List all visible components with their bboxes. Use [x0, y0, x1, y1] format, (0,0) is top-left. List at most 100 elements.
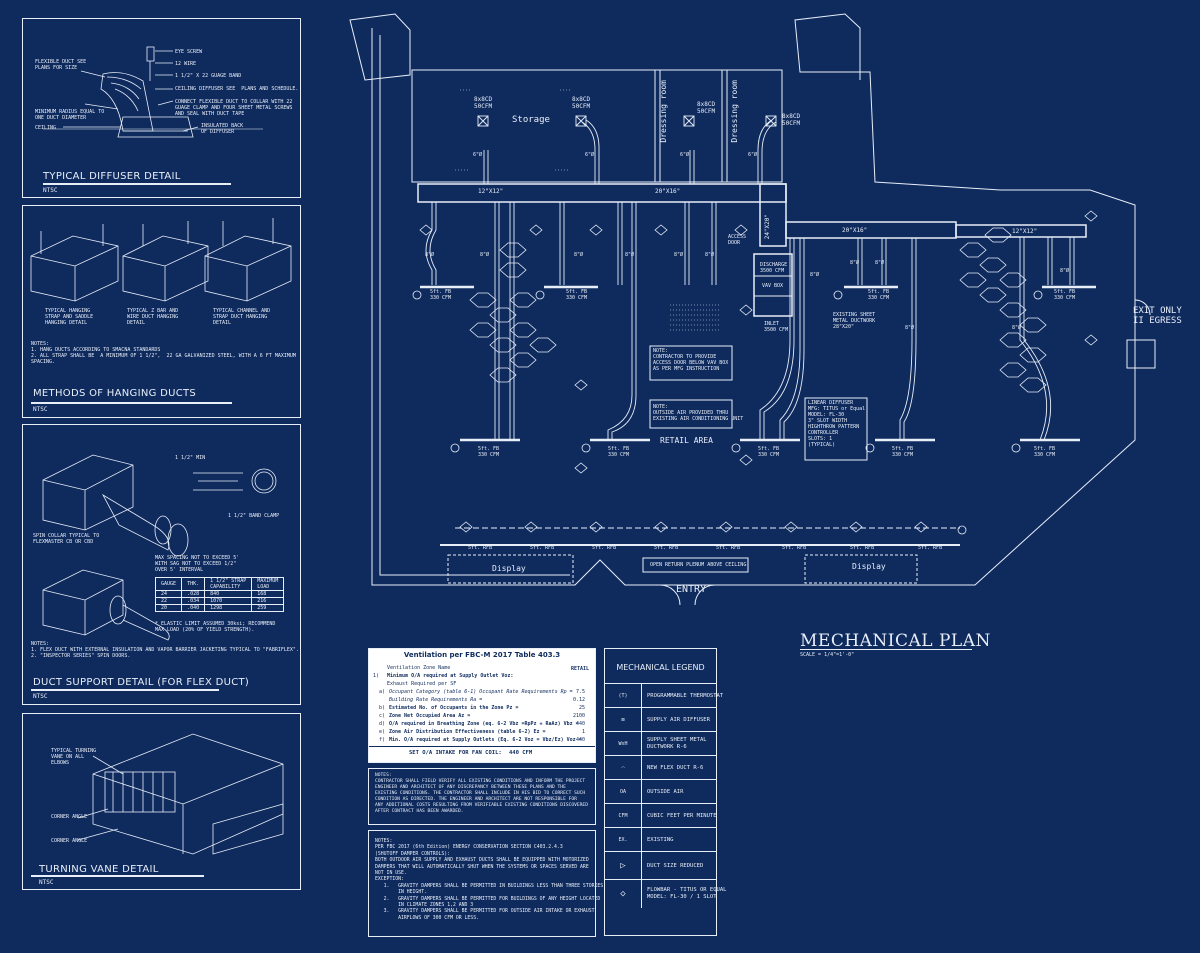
reducer-icon: ▷: [605, 852, 642, 880]
ventilation-total-label: SET O/A INTAKE FOR FAN COIL:: [409, 750, 502, 756]
label-min: 1 1/2" MIN: [175, 455, 206, 461]
panel-subtitle: NTSC: [39, 879, 54, 886]
diffuser-detail-drawing: [43, 46, 263, 185]
vent-row-label: Exhaust Required per SF: [387, 681, 457, 687]
caption-strap-saddle: TYPICAL HANGING STRAP AND SADDLE HANGING…: [45, 308, 94, 326]
flex-size-label: 8"Ø: [1060, 268, 1070, 274]
diffuser-label: 8x8CD 50CFM: [572, 96, 591, 110]
diffuser-label: 8x8CD 50CFM: [697, 101, 716, 115]
flex-size-label: 8"Ø: [875, 260, 885, 266]
legend-label: SUPPLY SHEET METAL DUCTWORK R-6: [647, 737, 707, 750]
panel-subtitle: NTSC: [43, 187, 58, 194]
duct-size-label: 20"X16": [655, 188, 681, 195]
legend-label: OUTSIDE AIR: [647, 788, 684, 795]
panel-subtitle: NTSC: [33, 406, 48, 413]
vent-row-value: 2100: [572, 713, 585, 719]
label-corner-angle: CORNER ANGLE: [51, 814, 88, 820]
duct-size-label: 24"X20": [764, 214, 771, 240]
flex-size-label: 8"Ø: [705, 252, 715, 258]
flowbar-label: 5ft. FB 330 CFM: [430, 289, 452, 301]
note-outside-air: NOTE: OUTSIDE AIR PROVIDED THRU EXISTING…: [653, 404, 744, 422]
vent-row-label: Occupant Category (table 6-1) Occupant R…: [389, 689, 573, 695]
vent-row-label: Minimum O/A required at Supply Outlet Vo…: [387, 673, 514, 679]
vav-box-label: VAV BOX: [762, 283, 784, 289]
flowbar-label: 5ft. FB 330 CFM: [478, 446, 500, 458]
note-vav-access: NOTE: CONTRACTOR TO PROVIDE ACCESS DOOR …: [653, 348, 729, 372]
flowbar-label: 5ft. FB 330 CFM: [1034, 446, 1056, 458]
flex-size-label: 8"Ø: [1012, 325, 1022, 331]
room-retail-area: RETAIL AREA: [660, 436, 713, 445]
existing-ductwork: EXISTING SHEET METAL DUCTWORK 28"X20": [833, 312, 876, 330]
caption-z-bar: TYPICAL Z BAR AND WIRE DUCT HANGING DETA…: [127, 308, 179, 326]
vent-row-label: Min. O/A required at Supply Outlets (Eq.…: [389, 737, 582, 743]
panel-title: METHODS OF HANGING DUCTS: [33, 388, 197, 399]
vane-detail-drawing: [31, 733, 284, 877]
vent-row-num: e): [379, 729, 386, 735]
vent-row-label: Building Rate Requirements Ra =: [389, 697, 483, 703]
legend-item: ◇FLOWBAR - TITUS OR EQUAL MODEL: FL-30 /…: [605, 879, 726, 908]
general-notes-box: NOTES: CONTRACTOR SHALL FIELD VERIFY ALL…: [368, 768, 596, 825]
room-dressing-1: Dressing room: [659, 80, 668, 143]
vent-row-value: 25: [578, 705, 585, 711]
cfm-abbr: CFM: [605, 804, 642, 828]
flex-size-label: 8"Ø: [574, 252, 584, 258]
hanging-detail-panel: TYPICAL HANGING STRAP AND SADDLE HANGING…: [22, 205, 301, 418]
hanging-detail-drawing: [30, 218, 292, 404]
energy-notes-box: NOTES: PER FBC 2017 (6th Edition) ENERGY…: [368, 830, 603, 937]
room-display-2: Display: [852, 562, 886, 571]
legend-item: ⊠SUPPLY AIR DIFFUSER: [605, 707, 716, 732]
diffuser-label: 8x8CD 50CFM: [474, 96, 493, 110]
linear-diffuser-note: LINEAR DIFFUSER MFG: TITUS or Equal MODE…: [808, 400, 866, 448]
flex-size-label: 8"Ø: [674, 252, 684, 258]
return-flowbar-label: 5ft. RFB: [654, 545, 679, 551]
table-cell: 1298: [204, 604, 253, 612]
flex-size-label: 8"Ø: [810, 272, 820, 278]
flex-size-label: 6"Ø: [748, 152, 758, 158]
return-flowbar-label: 5ft. RFB: [850, 545, 875, 551]
vent-row-value: 1: [581, 729, 585, 735]
vent-row-label: Ventilation Zone Name: [387, 665, 451, 671]
legend-label: DUCT SIZE REDUCED: [647, 862, 704, 869]
existing-abbr: EX.: [605, 828, 642, 852]
support-footnote: * ELASTIC LIMIT ASSUMED 30ksi; RECOMMEND…: [155, 621, 276, 633]
note-connect: CONNECT FLEXIBLE DUCT TO COLLAR WITH 22 …: [175, 99, 293, 117]
label-band-clamp: 1 1/2" BAND CLAMP: [228, 513, 280, 519]
vent-row-num: f): [379, 737, 386, 743]
diffuser-detail-panel: EYE SCREW 12 WIRE 1 1/2" X 22 GUAGE BAND…: [22, 18, 301, 198]
flex-size-label: 6"Ø: [473, 152, 483, 158]
outside-air-abbr: OA: [605, 780, 642, 804]
vent-row-value: 440: [575, 721, 585, 727]
legend-label: NEW FLEX DUCT R-6: [647, 764, 704, 771]
flex-size-label: 6"Ø: [680, 152, 690, 158]
vent-row-value: 7.5: [575, 689, 585, 695]
ventilation-total-value: 440 CFM: [509, 750, 533, 756]
thermostat-icon: (T): [605, 684, 642, 708]
flex-size-label: 8"Ø: [425, 252, 435, 258]
flex-size-label: 8"Ø: [625, 252, 635, 258]
ventilation-table: Ventilation per FBC-M 2017 Table 403.3 R…: [368, 648, 596, 763]
legend-item: EX.EXISTING: [605, 827, 716, 852]
caption-channel: TYPICAL CHANNEL AND STRAP DUCT HANGING D…: [213, 308, 271, 326]
legend-label: SUPPLY AIR DIFFUSER: [647, 716, 710, 723]
flowbar-label: 5ft. FB 330 CFM: [608, 446, 630, 458]
hanging-notes: NOTES: 1. HANG DUCTS ACCORDING TO SMACNA…: [31, 341, 296, 365]
table-cell: 259: [251, 604, 285, 612]
flowbar-label: 5ft. FB 330 CFM: [892, 446, 914, 458]
flex-duct-icon: ⌒: [605, 756, 642, 780]
vav-discharge: DISCHARGE 3500 CFM: [760, 262, 788, 274]
flex-size-label: 8"Ø: [480, 252, 490, 258]
return-flowbar-label: 5ft. RFB: [782, 545, 807, 551]
note-min-radius: MINIMUM RADIUS EQUAL TO ONE DUCT DIAMETE…: [35, 109, 105, 121]
table-divider: [369, 746, 595, 747]
legend-label: PROGRAMMABLE THERMOSTAT: [647, 692, 724, 699]
note-eye-screw: EYE SCREW: [175, 49, 203, 55]
support-detail-drawing: [31, 454, 277, 691]
legend-item: ⌒ NEW FLEX DUCT R-6: [605, 755, 716, 780]
support-detail-panel: 1 1/2" MIN 1 1/2" BAND CLAMP SPIN COLLAR…: [22, 424, 301, 705]
mechanical-legend: MECHANICAL LEGEND (T)PROGRAMMABLE THERMO…: [604, 648, 726, 936]
table-cell: 20: [154, 604, 183, 612]
